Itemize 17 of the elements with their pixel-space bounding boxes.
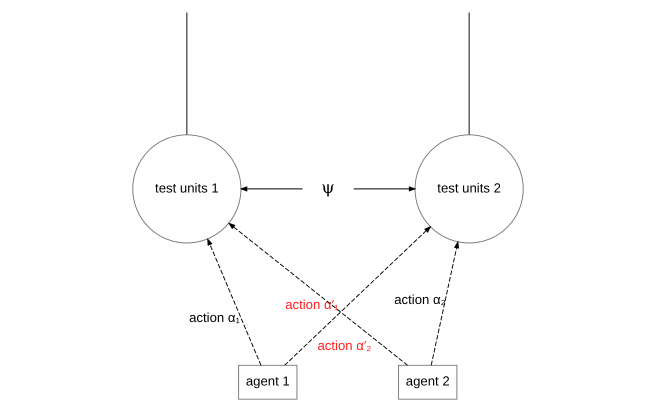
node-circle: test units 1: [132, 134, 242, 244]
edge-label: action α′₁: [285, 296, 338, 312]
node-text: ψ: [321, 177, 335, 198]
arrow: [240, 186, 304, 192]
node-box: agent 2: [398, 364, 458, 400]
arrow: [353, 186, 416, 192]
connector: [468, 12, 470, 136]
edge-label: action α₁: [189, 310, 240, 326]
arrow: [284, 226, 432, 366]
arrow: [430, 240, 460, 366]
node-box: agent 1: [238, 364, 298, 400]
edge-label: action α′₂: [317, 338, 372, 354]
arrow: [228, 222, 408, 366]
node-circle: test units 2: [414, 134, 524, 244]
arrow: [207, 238, 262, 366]
connector: [186, 12, 188, 136]
edge-label: action α₂: [394, 292, 446, 307]
